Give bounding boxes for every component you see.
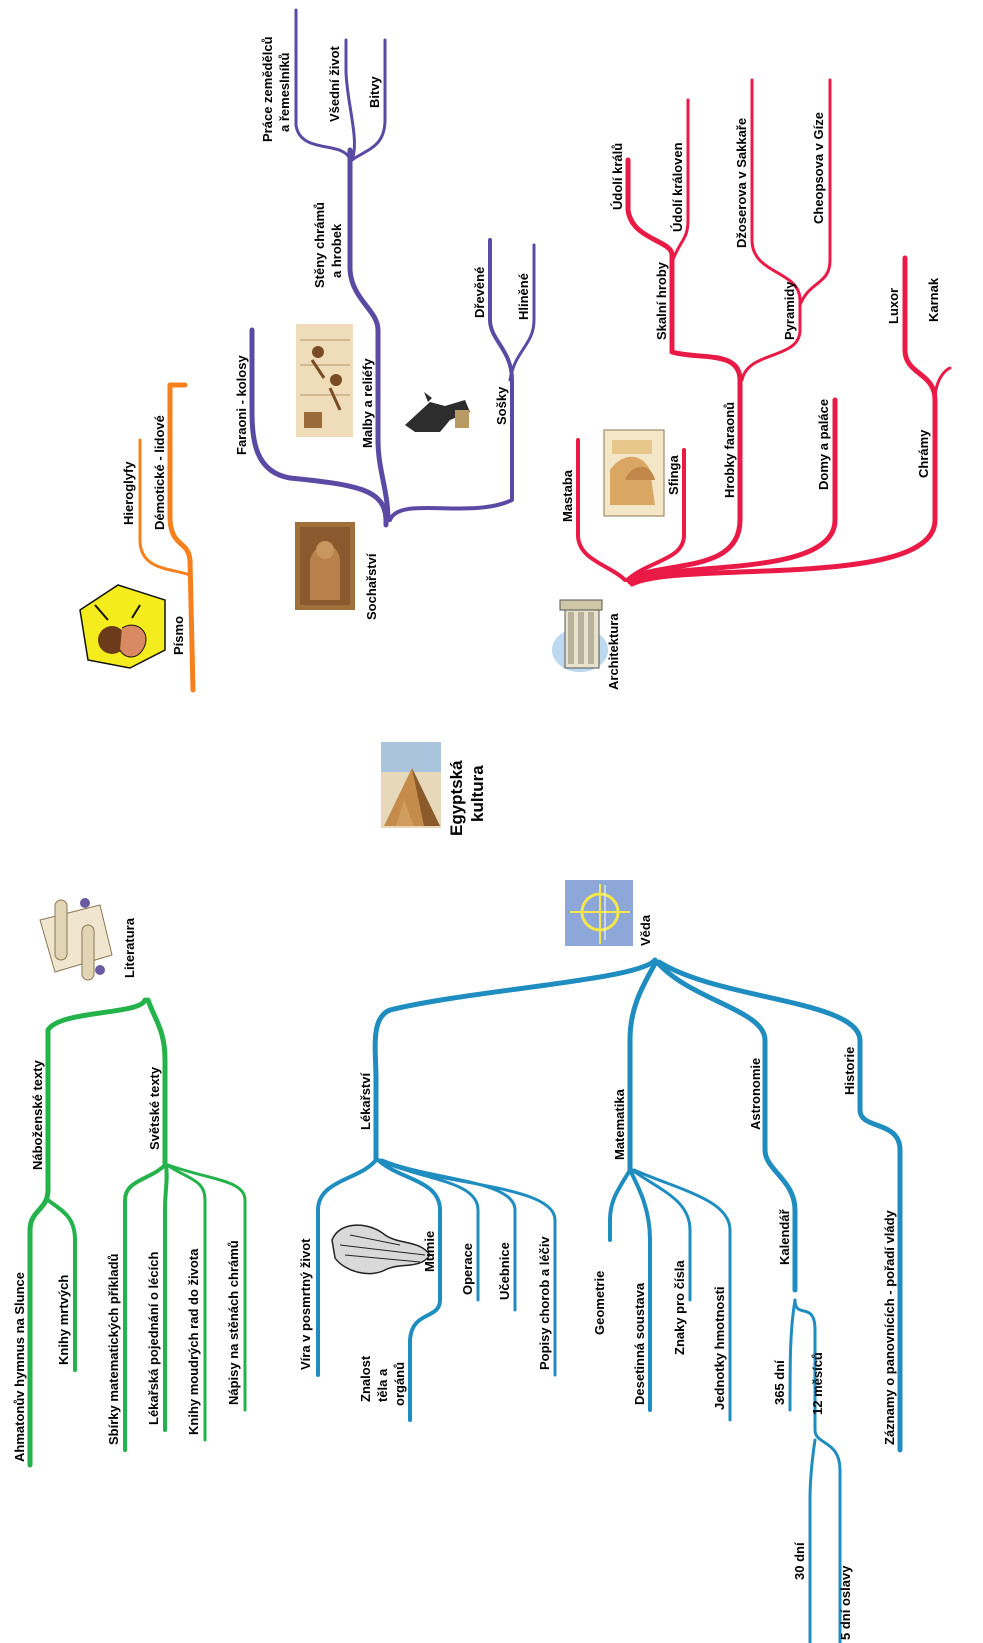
label-steny-1: Stěny chrámů bbox=[312, 202, 327, 288]
label-malby: Malby a reliéfy bbox=[360, 358, 375, 448]
label-prace-2: a řemeslníků bbox=[277, 52, 292, 132]
label-hieroglyfy: Hieroglyfy bbox=[121, 461, 136, 525]
center-title-line1: Egyptská bbox=[447, 760, 466, 836]
label-hlinene: Hliněné bbox=[516, 273, 531, 320]
label-pismo: Písmo bbox=[171, 616, 186, 655]
label-matematika: Matematika bbox=[612, 1088, 627, 1160]
label-drevene: Dřevěné bbox=[472, 267, 487, 318]
branch-socharstvi bbox=[249, 8, 536, 760]
label-popisy: Popisy chorob a léčiv bbox=[537, 1236, 552, 1370]
mummy-image bbox=[331, 1224, 431, 1275]
label-jednotky: Jednotky hmotnosti bbox=[712, 1286, 727, 1410]
pismo-trunk bbox=[190, 690, 400, 770]
label-karnak: Karnak bbox=[926, 277, 941, 322]
label-vsedni: Všední život bbox=[327, 45, 342, 122]
label-napisy: Nápisy na stěnách chrámů bbox=[226, 1240, 241, 1405]
label-domy: Domy a paláce bbox=[816, 399, 831, 490]
label-demoticke: Démotické - lidové bbox=[152, 415, 167, 530]
label-skalni: Skalní hroby bbox=[654, 261, 669, 340]
label-mumie: Mumie bbox=[422, 1231, 437, 1272]
literatura-trunk bbox=[140, 775, 400, 1000]
label-luxor: Luxor bbox=[886, 288, 901, 324]
branch-architektura bbox=[576, 78, 952, 587]
label-znalost-2: těla a bbox=[375, 1368, 390, 1402]
label-zaznamy: Záznamy o panovnících - pořadí vlády bbox=[882, 1209, 897, 1445]
label-prace-1: Práce zemědělců bbox=[260, 36, 275, 142]
label-sosky: Sošky bbox=[494, 386, 509, 425]
label-svetske: Světské texty bbox=[147, 1066, 162, 1150]
label-desetinna: Desetinná soustava bbox=[632, 1282, 647, 1405]
branch-literatura bbox=[27, 775, 400, 1468]
label-365-dni: 365 dní bbox=[772, 1360, 787, 1405]
sphinx-relief-image bbox=[295, 522, 355, 610]
label-12-mesicu: 12 měsíců bbox=[810, 1352, 825, 1415]
label-dzoser: Džoserova v Sakkaře bbox=[734, 118, 749, 248]
label-operace: Operace bbox=[460, 1243, 475, 1295]
pyramids-image bbox=[381, 742, 441, 828]
branch-pismo bbox=[138, 382, 400, 770]
label-socharstvi: Sochařství bbox=[364, 553, 379, 620]
temple-building-image bbox=[552, 599, 608, 672]
label-astronomie: Astronomie bbox=[748, 1058, 763, 1130]
label-sbirky: Sbírky matematických příkladů bbox=[106, 1253, 121, 1445]
label-30-dni: 30 dní bbox=[792, 1542, 807, 1580]
label-mastaba: Mastaba bbox=[560, 469, 575, 522]
jackal-statue-image bbox=[405, 392, 470, 432]
label-knihy-moudrych: Knihy moudrých rad do života bbox=[186, 1248, 201, 1435]
label-veda: Věda bbox=[638, 914, 653, 946]
label-vira: Víra v posmrtný život bbox=[298, 1238, 313, 1370]
label-nabozenske: Náboženské texty bbox=[30, 1059, 45, 1170]
label-udoli-kralovni: Údolí královen bbox=[670, 142, 685, 232]
label-pyramidy: Pyramidy bbox=[782, 281, 797, 340]
label-znaky: Znaky pro čísla bbox=[672, 1260, 687, 1355]
label-oslavy: 5 dní oslavy bbox=[838, 1565, 853, 1640]
center-title-line2: kultura bbox=[468, 765, 487, 822]
label-cheops: Cheopsova v Gíze bbox=[811, 112, 826, 224]
sphinx-image bbox=[603, 429, 665, 517]
label-historie: Historie bbox=[842, 1047, 857, 1095]
label-literatura: Literatura bbox=[122, 917, 137, 978]
label-geometrie: Geometrie bbox=[592, 1271, 607, 1335]
mural-image bbox=[296, 324, 353, 437]
label-lekarstvi: Lékařství bbox=[358, 1073, 373, 1130]
label-ahmatonuv: Ahmatonův hymnus na Slunce bbox=[12, 1272, 27, 1462]
label-znalost-3: orgánů bbox=[392, 1362, 407, 1406]
label-znalost-1: Znalost bbox=[358, 1355, 373, 1402]
label-hrobky: Hrobky faraonů bbox=[722, 402, 737, 498]
label-chramy: Chrámy bbox=[916, 429, 931, 478]
label-architektura: Architektura bbox=[606, 613, 621, 690]
scrolls-image bbox=[39, 898, 113, 981]
label-bitvy: Bitvy bbox=[367, 75, 382, 108]
label-faraoni: Faraoni - kolosy bbox=[234, 355, 249, 455]
astronomy-chart-image bbox=[565, 880, 633, 946]
label-udoli-kralu: Údolí králů bbox=[610, 143, 625, 210]
scribe-image bbox=[79, 584, 166, 669]
label-steny-2: a hrobek bbox=[329, 223, 344, 278]
label-sfinga: Sfinga bbox=[666, 455, 681, 495]
label-kalendar: Kalendář bbox=[777, 1208, 792, 1265]
socharstvi-trunk bbox=[380, 520, 440, 760]
label-ucebnice: Učebnice bbox=[497, 1242, 512, 1300]
branch-veda bbox=[316, 957, 903, 1643]
label-knihy-mrtvych: Knihy mrtvých bbox=[56, 1275, 71, 1365]
label-lekarska: Lékařská pojednání o lécích bbox=[146, 1252, 161, 1425]
